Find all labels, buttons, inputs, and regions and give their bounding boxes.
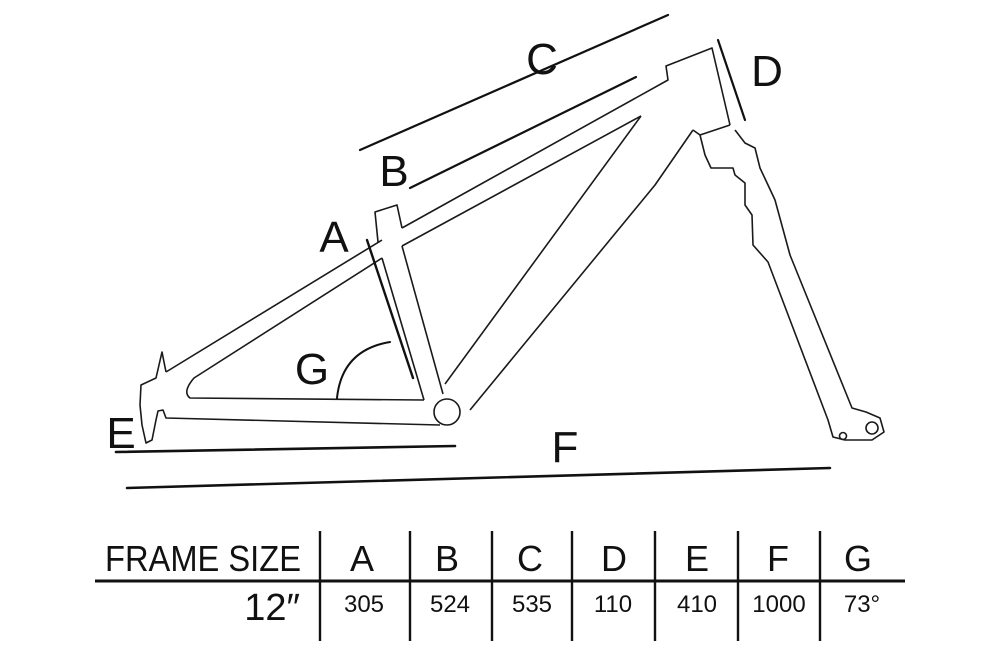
dimension-line-e (114, 444, 457, 454)
bike-frame-drawing (139, 47, 885, 444)
dimension-lines (114, 13, 832, 490)
table-col-a: A (350, 538, 374, 579)
table-col-f: F (767, 538, 789, 579)
label-b: B (379, 147, 408, 196)
table-value-c: 535 (512, 591, 552, 618)
label-c: C (526, 35, 558, 84)
fork-dropout-hole (865, 421, 879, 435)
dimension-labels: C B D A G E F (106, 35, 783, 472)
frame-size-table: FRAME SIZE A B C D E F G 12″ 305 524 535… (95, 531, 905, 641)
dimension-line-f (125, 466, 832, 490)
table-value-a: 305 (344, 591, 384, 618)
table-frame-size-value: 12″ (244, 587, 300, 629)
down-tube (444, 115, 694, 411)
dimension-line-a (365, 238, 415, 380)
label-f: F (552, 423, 579, 472)
table-col-c: C (517, 538, 543, 579)
label-e: E (106, 409, 135, 458)
table-row-header: FRAME SIZE (105, 538, 301, 579)
seat-tube (374, 204, 444, 401)
table-column-dividers (318, 531, 822, 641)
table-value-b: 524 (430, 591, 470, 618)
table-value-g: 73° (844, 591, 880, 618)
table-col-d: D (601, 538, 627, 579)
seat-stay (165, 239, 425, 401)
table-col-g: G (844, 538, 872, 579)
dimension-line-d (716, 38, 747, 122)
label-a: A (319, 213, 349, 262)
top-tube-lower (401, 115, 642, 247)
label-g: G (295, 345, 329, 394)
head-tube (692, 124, 885, 441)
top-tube (401, 47, 731, 229)
table-value-e: 410 (677, 591, 717, 618)
bottom-bracket (433, 398, 461, 426)
table-col-b: B (435, 538, 459, 579)
dimension-line-c (358, 13, 670, 152)
table-value-f: 1000 (752, 591, 805, 618)
angle-arc-g (336, 341, 391, 399)
chain-stay (139, 351, 441, 444)
dimension-line-b (408, 75, 638, 190)
table-value-d: 110 (594, 591, 632, 618)
fork-dropout-hole-small (838, 431, 848, 441)
label-d: D (751, 47, 783, 96)
table-col-e: E (685, 538, 709, 579)
